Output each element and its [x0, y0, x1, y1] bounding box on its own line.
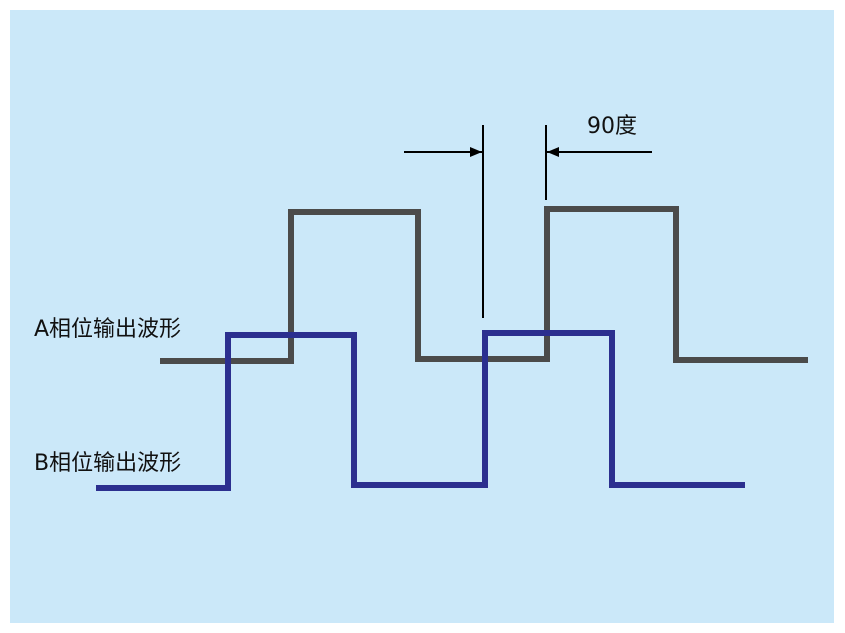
diagram-background [10, 10, 834, 623]
phase-b-waveform [96, 330, 745, 491]
phase-shift-label: 90度 [587, 114, 637, 139]
phase-b-label: B相位输出波形 [34, 451, 182, 476]
phase-shift-dimension [404, 125, 652, 318]
phase-a-label: A相位输出波形 [34, 317, 182, 342]
